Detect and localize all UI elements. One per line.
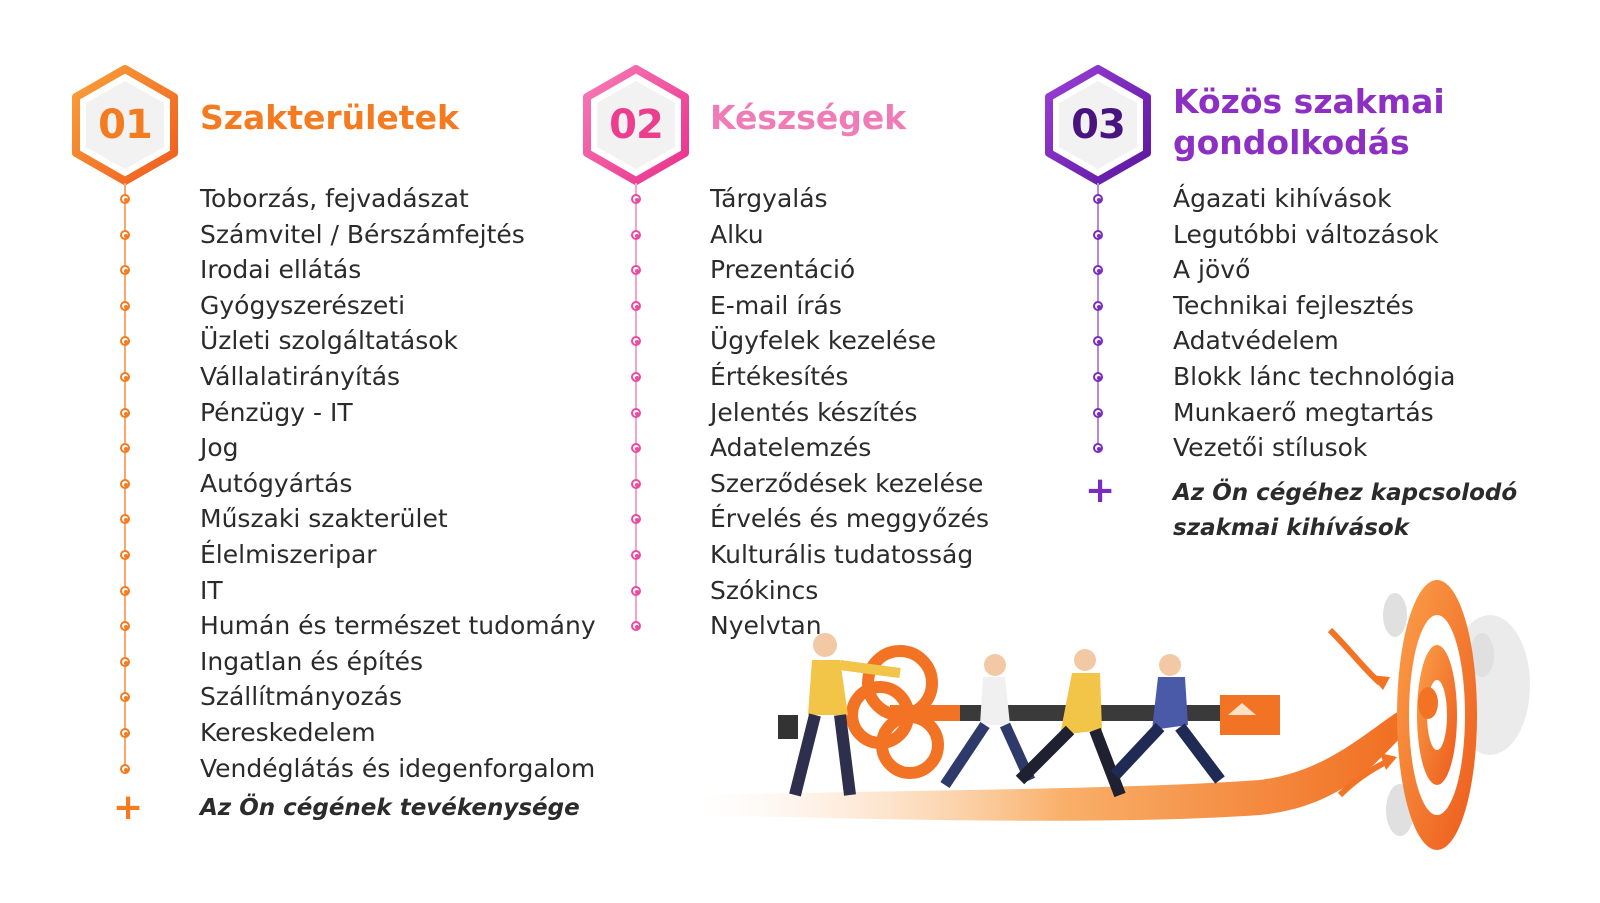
list-item: Vezetői stílusok <box>1173 433 1368 463</box>
list-item: Ingatlan és építés <box>200 646 424 676</box>
bullet-dot <box>120 478 130 489</box>
list-item: E-mail írás <box>710 290 842 320</box>
person-3 <box>1015 649 1126 798</box>
bullet-dot <box>1093 194 1103 204</box>
list-item: Adatvédelem <box>1173 326 1339 356</box>
bullet-dot <box>631 478 641 489</box>
bullet-dot <box>631 407 641 418</box>
badge-number: 01 <box>98 102 153 148</box>
bullet-dot <box>631 514 641 525</box>
list-item: Értékesítés <box>710 362 849 391</box>
list-item: Üzleti szolgáltatások <box>200 326 459 356</box>
bullet-dot <box>631 229 641 240</box>
list-item: Nyelvtan <box>710 611 822 641</box>
bullet-dot <box>120 728 130 738</box>
bullet-dot <box>631 443 641 454</box>
bullet-dot <box>120 443 130 454</box>
column-title: Készségek <box>710 98 907 137</box>
list-item: Legutóbbi változások <box>1173 219 1439 249</box>
list-item: Érvelés és meggyőzés <box>710 504 989 534</box>
list-item: Szókincs <box>710 575 819 605</box>
bullet-dot <box>631 265 641 276</box>
list-item: IT <box>200 575 223 605</box>
list-item: Vállalatirányítás <box>200 362 401 391</box>
plus-icon: + <box>113 787 144 828</box>
list-item: Számvitel / Bérszámfejtés <box>200 219 525 249</box>
bullet-dot <box>120 265 130 276</box>
list-item: Technikai fejlesztés <box>1173 290 1414 320</box>
bullet-dot <box>631 550 641 560</box>
bullet-dot <box>1093 229 1103 240</box>
person-1 <box>778 633 901 797</box>
plus-icon: + <box>1085 470 1116 511</box>
list-item: Pénzügy - IT <box>200 397 353 427</box>
list-item: A jövő <box>1173 255 1251 285</box>
bullet-dot <box>120 407 130 418</box>
bullet-dot <box>1093 265 1103 276</box>
column-title-line2: gondolkodás <box>1173 123 1410 162</box>
bullet-dot <box>631 585 641 596</box>
list-item: Gyógyszerészeti <box>200 290 406 320</box>
bullet-dot <box>120 656 130 667</box>
extra-item-line1: Az Ön cégéhez kapcsolodó <box>1173 480 1518 506</box>
list-item: Irodai ellátás <box>200 255 362 285</box>
bullet-dot <box>1093 300 1103 311</box>
person-4 <box>1110 654 1225 784</box>
list-item: Tárgyalás <box>710 184 828 213</box>
bullet-dot <box>120 514 130 525</box>
list-item: Jog <box>200 433 239 463</box>
badge-number: 02 <box>609 102 664 148</box>
list-item: Szállítmányozás <box>200 682 403 712</box>
hexagon-badge-01: 01 <box>70 65 180 185</box>
running-people-with-key-illustration <box>700 565 1600 899</box>
timeline-line <box>1097 183 1099 453</box>
badge-number: 03 <box>1071 102 1126 148</box>
column-title-line1: Közös szakmai <box>1173 82 1445 121</box>
list-item: Kereskedelem <box>200 718 376 747</box>
list-item: Élelmiszeripar <box>200 540 377 569</box>
list-item: Ágazati kihívások <box>1173 184 1392 213</box>
list-item: Szerződések kezelése <box>710 468 984 498</box>
bullet-dot <box>120 336 130 347</box>
bullet-dot <box>120 300 130 311</box>
list-item: Munkaerő megtartás <box>1173 397 1434 427</box>
list-item: Vendéglátás és idegenforgalom <box>200 753 596 783</box>
bullet-dot <box>631 372 641 382</box>
bullet-dot <box>1093 372 1103 382</box>
list-item: Blokk lánc technológia <box>1173 362 1456 391</box>
bullet-dot <box>120 372 130 382</box>
bullet-dot <box>631 336 641 347</box>
bullet-dot <box>1093 407 1103 418</box>
bullet-dot <box>631 194 641 204</box>
list-item: Adatelemzés <box>710 433 872 463</box>
list-item: Jelentés készítés <box>710 397 918 427</box>
bullet-dot <box>1093 443 1103 454</box>
bullet-dot <box>120 621 130 632</box>
bullet-dot <box>120 692 130 703</box>
column-title: Szakterületek <box>200 98 459 137</box>
timeline-line <box>124 183 126 773</box>
list-item: Autógyártás <box>200 468 353 498</box>
timeline-line <box>635 183 637 628</box>
list-item: Prezentáció <box>710 255 856 285</box>
list-item: Ügyfelek kezelése <box>710 326 937 356</box>
bullet-dot <box>631 621 641 632</box>
bullet-dot <box>120 229 130 240</box>
list-item: Kulturális tudatosság <box>710 540 974 569</box>
list-item: Műszaki szakterület <box>200 504 448 534</box>
bullet-dot <box>120 585 130 596</box>
bullet-dot <box>120 550 130 560</box>
list-item: Humán és természet tudomány <box>200 611 596 641</box>
hexagon-badge-02: 02 <box>581 65 691 185</box>
extra-item: Az Ön cégének tevékenysége <box>200 795 580 821</box>
bullet-dot <box>120 194 130 204</box>
bullet-dot <box>631 300 641 311</box>
list-item: Toborzás, fejvadászat <box>200 184 469 213</box>
extra-item-line2: szakmai kihívások <box>1173 515 1410 541</box>
bullet-dot <box>1093 336 1103 347</box>
list-item: Alku <box>710 219 764 249</box>
hexagon-badge-03: 03 <box>1043 65 1153 185</box>
bullet-dot <box>120 763 130 774</box>
